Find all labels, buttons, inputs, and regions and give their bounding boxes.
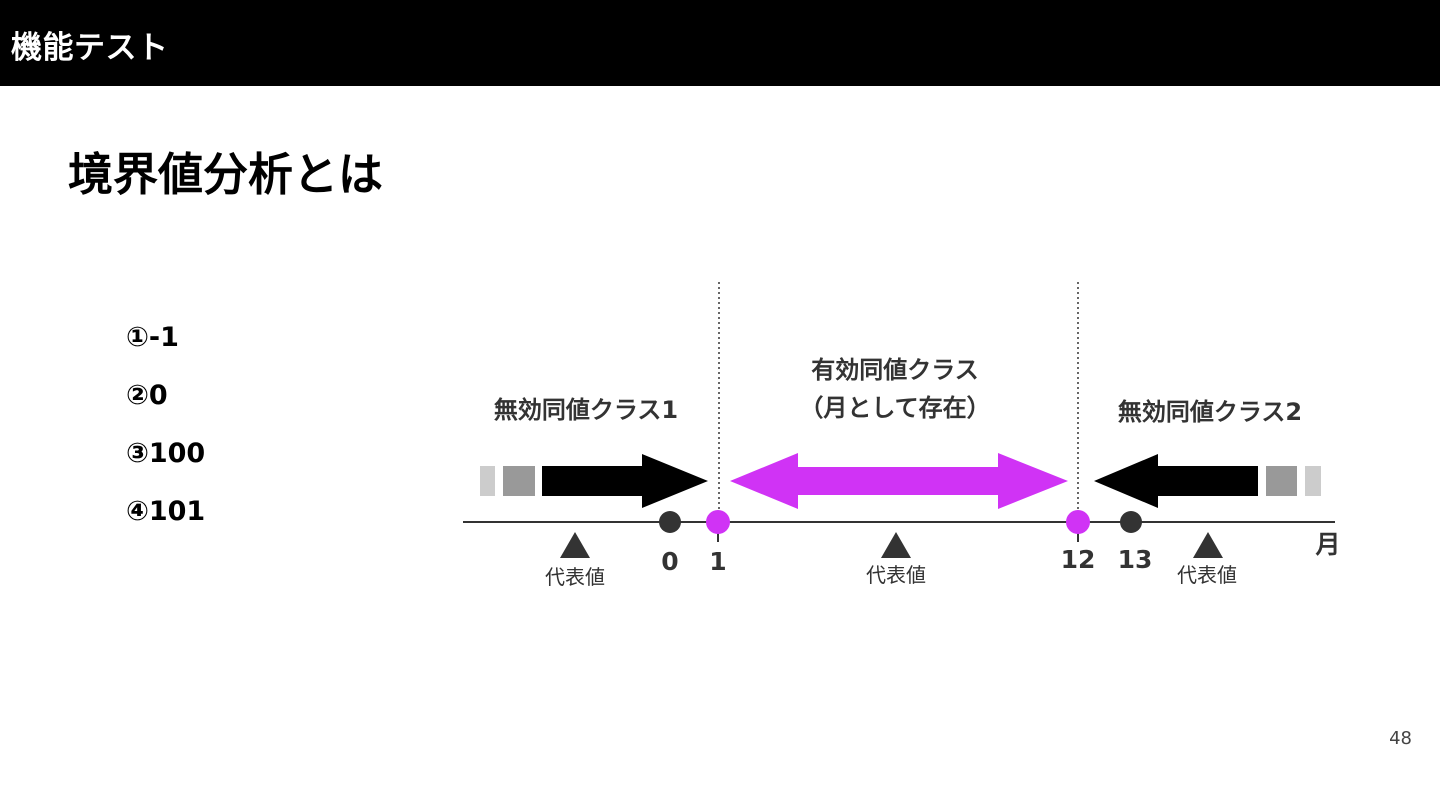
tick-label-1: 1 (709, 547, 726, 576)
header-title: 機能テスト (11, 30, 169, 66)
valid-class-label-line1: 有効同値クラス (811, 356, 979, 384)
invalid-block-light (1305, 466, 1321, 496)
invalid-class-2-label: 無効同値クラス2 (1118, 398, 1302, 426)
point-13 (1120, 511, 1142, 533)
point-12 (1066, 510, 1090, 534)
representative-marker-left (560, 532, 590, 558)
slide-title: 境界値分析とは (68, 148, 384, 201)
invalid-block-light (480, 466, 495, 496)
point-0 (659, 511, 681, 533)
page-number: 48 (1389, 728, 1412, 749)
invalid-arrow-left (542, 454, 708, 508)
tick-label-12: 12 (1061, 545, 1096, 574)
representative-label-right: 代表値 (1177, 563, 1237, 587)
valid-double-arrow (730, 453, 1068, 509)
option-item: ①-1 (126, 322, 179, 353)
valid-class-label-line2: （月として存在） (799, 394, 990, 422)
header-bar: 機能テスト (0, 0, 1440, 86)
invalid-arrow-right (1094, 454, 1258, 508)
invalid-class-1-label: 無効同値クラス1 (494, 396, 678, 424)
representative-label-left: 代表値 (545, 565, 605, 589)
option-item: ②0 (126, 380, 168, 411)
tick-label-0: 0 (661, 547, 678, 576)
representative-marker-center (881, 532, 911, 558)
option-item: ③100 (126, 438, 206, 469)
axis-unit-label: 月 (1314, 530, 1340, 559)
point-1 (706, 510, 730, 534)
representative-marker-right (1193, 532, 1223, 558)
tick-label-13: 13 (1118, 545, 1153, 574)
representative-label-center: 代表値 (866, 563, 926, 587)
option-item: ④101 (126, 496, 206, 527)
answer-options: ①-1 ②0 ③100 ④101 (126, 320, 205, 552)
invalid-block-dark (1266, 466, 1297, 496)
invalid-block-dark (503, 466, 535, 496)
